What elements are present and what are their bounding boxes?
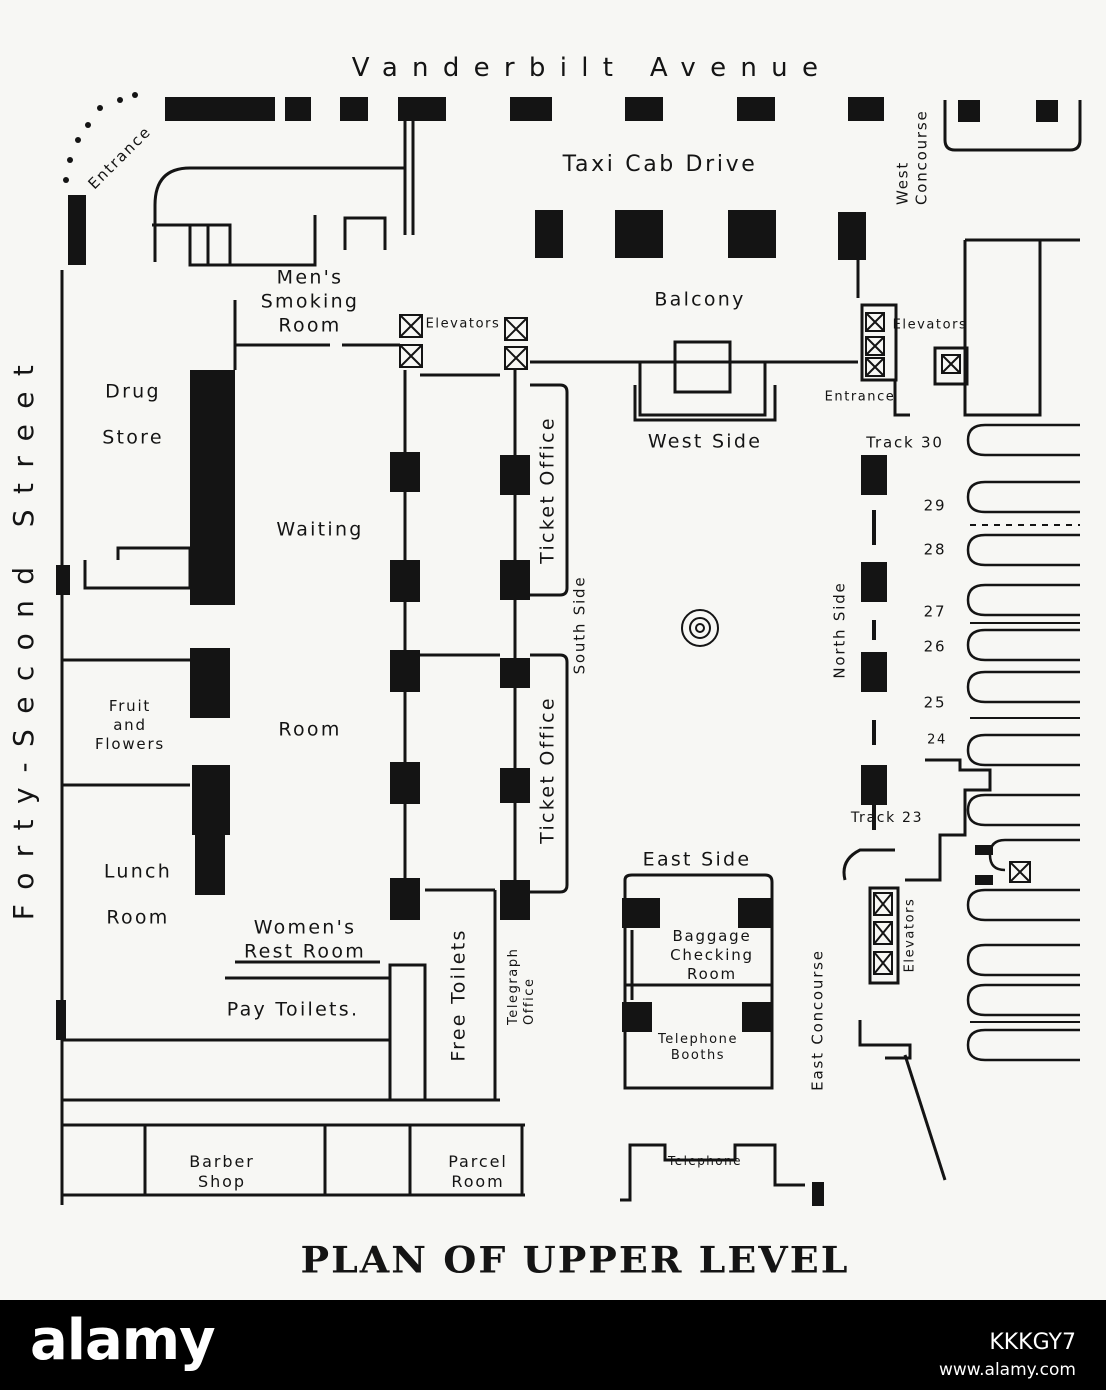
label-drug-store: Drug Store — [102, 380, 164, 448]
label-taxi-cab-drive: Taxi Cab Drive — [562, 152, 758, 177]
nw-entrance-dots — [63, 92, 138, 183]
label-pay-toilets: Pay Toilets. — [226, 998, 360, 1021]
label-south-side: South Side — [570, 575, 589, 675]
label-telephone: Telephone — [668, 1154, 742, 1168]
street-forty-second-street: Forty-Second Street — [7, 349, 40, 921]
label-telegraph-office: Telegraph Office — [505, 947, 537, 1025]
watermark-banner — [0, 1300, 1106, 1390]
label-elevators-se: Elevators — [902, 897, 918, 973]
label-east-concourse: East Concourse — [808, 949, 827, 1091]
label-lunch-room: Lunch Room — [103, 860, 173, 928]
label-track-30: Track 30 — [866, 433, 944, 452]
banner-image-code: KKKGY7 — [989, 1330, 1076, 1355]
label-barber-shop: Barber Shop — [189, 1152, 255, 1191]
label-baggage-checking-room: Baggage Checking Room — [670, 926, 754, 983]
label-track-26: 26 — [923, 637, 947, 656]
label-womens-rest-room: Women's Rest Room — [243, 916, 367, 962]
dashed-track-markers — [872, 510, 1080, 1023]
floor-plan-drawing — [56, 92, 1082, 1206]
label-track-23: Track 23 — [850, 810, 924, 826]
elevator-boxes — [399, 312, 1031, 975]
label-track-24: 24 — [927, 732, 947, 748]
track-platform-loops — [966, 423, 1080, 1062]
street-vanderbilt-avenue: Vanderbilt Avenue — [351, 53, 833, 83]
solid-wall-blocks — [56, 97, 1058, 1206]
label-parcel-room: Parcel Room — [448, 1152, 508, 1191]
label-ticket-office-1: Ticket Office — [536, 416, 559, 564]
label-entrance-ne: Entrance — [824, 389, 896, 405]
label-mens-smoking-room: Men's Smoking Room — [260, 266, 360, 336]
label-elevators-east: Elevators — [892, 317, 968, 333]
label-west-concourse: West Concourse — [893, 109, 930, 206]
banner-brand-logo: alamy — [30, 1308, 216, 1373]
plan-wall-lines — [60, 100, 1082, 1205]
floor-plan-map: Vanderbilt Avenue Forty-Second Street En… — [0, 0, 1106, 1300]
label-track-28: 28 — [923, 540, 947, 559]
banner-url: www.alamy.com — [938, 1360, 1076, 1380]
label-track-29: 29 — [923, 496, 947, 515]
label-east-side: East Side — [642, 848, 752, 871]
label-telephone-booths: Telephone Booths — [657, 1031, 739, 1063]
label-room: Room — [278, 718, 342, 741]
label-ticket-office-2: Ticket Office — [536, 696, 559, 844]
label-north-side: North Side — [830, 581, 849, 679]
center-clock — [681, 609, 719, 647]
label-west-side: West Side — [647, 430, 763, 453]
label-free-toilets: Free Toilets — [447, 928, 470, 1062]
plan-title: PLAN OF UPPER LEVEL — [300, 1238, 850, 1281]
label-waiting: Waiting — [276, 518, 364, 541]
label-track-25: 25 — [923, 693, 947, 712]
label-track-27: 27 — [923, 602, 947, 621]
label-fruit-and-flowers: Fruit and Flowers — [94, 696, 166, 753]
label-elevators-west: Elevators — [425, 316, 501, 332]
label-balcony: Balcony — [654, 288, 746, 311]
